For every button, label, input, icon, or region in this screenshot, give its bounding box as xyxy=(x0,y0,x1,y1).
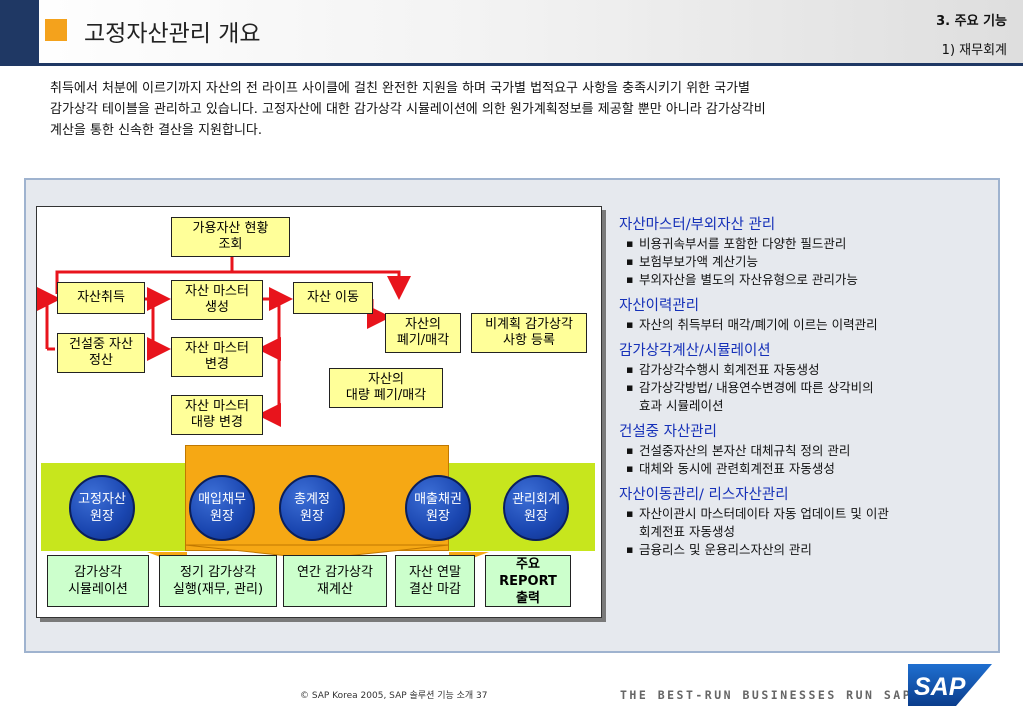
feature-title: 자산마스터/부외자산 관리 xyxy=(619,217,776,233)
transfer-box: 자산 이동 xyxy=(293,282,373,314)
master-change-box: 자산 마스터 변경 xyxy=(171,337,263,377)
mass-change-box: 자산 마스터 대량 변경 xyxy=(171,395,263,435)
depreciation-simulation-box: 감가상각 시뮬레이션 xyxy=(47,555,149,607)
footer-copyright: © SAP Korea 2005, SAP 솔루션 기능 소개 37 xyxy=(300,691,488,701)
footer-tagline: THE BEST-RUN BUSINESSES RUN SAP xyxy=(620,688,913,702)
intro-line: 계산을 통한 신속한 결산을 지원합니다. xyxy=(50,123,263,138)
header-navy-bar xyxy=(0,0,39,64)
subsection-label: 1) 재무회계 xyxy=(941,43,1007,58)
feature-items: 감가상각수행시 회계전표 자동생성 감가상각방법/ 내용연수변경에 따른 상각비… xyxy=(619,361,999,415)
feature-items: 자산의 취득부터 매각/폐기에 이르는 이력관리 xyxy=(619,316,999,334)
feature-items: 비용귀속부서를 포함한 다양한 필드관리 보험부보가액 계산기능 부외자산을 별… xyxy=(619,235,999,289)
header-orange-square xyxy=(45,19,67,41)
intro-line: 감가상각 테이블을 관리하고 있습니다. 고정자산에 대한 감가상각 시뮬레이션… xyxy=(50,102,766,117)
feature-item: 금융리스 및 운용리스자산의 관리 xyxy=(619,541,999,559)
page-header: 고정자산관리 개요 3. 주요 기능 1) 재무회계 xyxy=(0,0,1023,66)
master-create-box: 자산 마스터 생성 xyxy=(171,280,263,320)
page-title: 고정자산관리 개요 xyxy=(84,21,261,47)
annual-recalculation-box: 연간 감가상각 재계산 xyxy=(283,555,387,607)
sap-logo-text: SAP xyxy=(914,673,966,701)
non-plan-depreciation-box: 비계획 감가상각 사항 등록 xyxy=(471,313,587,353)
acquisition-box: 자산취득 xyxy=(57,282,145,314)
payables-ledger: 매입채무 원장 xyxy=(189,475,255,541)
feature-item: 건설중자산의 본자산 대체규칙 정의 관리 xyxy=(619,442,999,460)
management-ledger: 관리회계 원장 xyxy=(503,475,569,541)
intro-line: 취득에서 처분에 이르기까지 자산의 전 라이프 사이클에 걸친 완전한 지원을… xyxy=(50,81,750,96)
feature-items: 건설중자산의 본자산 대체규칙 정의 관리 대체와 동시에 관련회계전표 자동생… xyxy=(619,442,999,478)
feature-title: 자산이력관리 xyxy=(619,298,700,314)
sap-logo-icon: SAP xyxy=(908,664,992,706)
process-diagram: 가용자산 현황 조회 자산취득 자산 마스터 생성 자산 이동 건설중 자산 정… xyxy=(36,206,602,618)
section-label: 3. 주요 기능 xyxy=(936,14,1007,29)
fixed-asset-ledger: 고정자산 원장 xyxy=(69,475,135,541)
asset-report-box: 가용자산 현황 조회 xyxy=(171,217,290,257)
feature-item: 자산이관시 마스터데이타 자동 업데이트 및 이관 회계전표 자동생성 xyxy=(619,505,999,541)
feature-list: 자산마스터/부외자산 관리 비용귀속부서를 포함한 다양한 필드관리 보험부보가… xyxy=(619,215,999,559)
report-output-box: 주요 REPORT 출력 xyxy=(485,555,571,607)
mass-retirement-box: 자산의 대량 폐기/매각 xyxy=(329,368,443,408)
construction-settle-box: 건설중 자산 정산 xyxy=(57,333,145,373)
flow-arrow xyxy=(147,299,171,361)
flow-triangle xyxy=(184,544,450,560)
feature-item: 대체와 동시에 관련회계전표 자동생성 xyxy=(619,460,999,478)
sap-logo: SAP xyxy=(908,664,992,706)
intro-text: 취득에서 처분에 이르기까지 자산의 전 라이프 사이클에 걸친 완전한 지원을… xyxy=(50,78,1000,141)
flow-arrow xyxy=(37,287,61,349)
feature-item: 보험부보가액 계산기능 xyxy=(619,253,999,271)
feature-title: 감가상각계산/시뮬레이션 xyxy=(619,343,771,359)
receivables-ledger: 매출채권 원장 xyxy=(405,475,471,541)
periodic-depreciation-box: 정기 감가상각 실행(재무, 관리) xyxy=(159,555,277,607)
feature-items: 자산이관시 마스터데이타 자동 업데이트 및 이관 회계전표 자동생성 금융리스… xyxy=(619,505,999,559)
general-ledger: 총계정 원장 xyxy=(279,475,345,541)
feature-title: 자산이동관리/ 리스자산관리 xyxy=(619,487,789,503)
feature-item: 자산의 취득부터 매각/폐기에 이르는 이력관리 xyxy=(619,316,999,334)
feature-item: 부외자산을 별도의 자산유형으로 관리가능 xyxy=(619,271,999,289)
flow-arrow xyxy=(367,299,391,329)
header-divider xyxy=(0,63,1023,66)
feature-item: 감가상각방법/ 내용연수변경에 따른 상각비의 효과 시뮬레이션 xyxy=(619,379,999,415)
feature-item: 비용귀속부서를 포함한 다양한 필드관리 xyxy=(619,235,999,253)
feature-item: 감가상각수행시 회계전표 자동생성 xyxy=(619,361,999,379)
feature-title: 건설중 자산관리 xyxy=(619,424,717,440)
retirement-box: 자산의 폐기/매각 xyxy=(385,313,461,353)
year-end-closing-box: 자산 연말 결산 마감 xyxy=(395,555,475,607)
